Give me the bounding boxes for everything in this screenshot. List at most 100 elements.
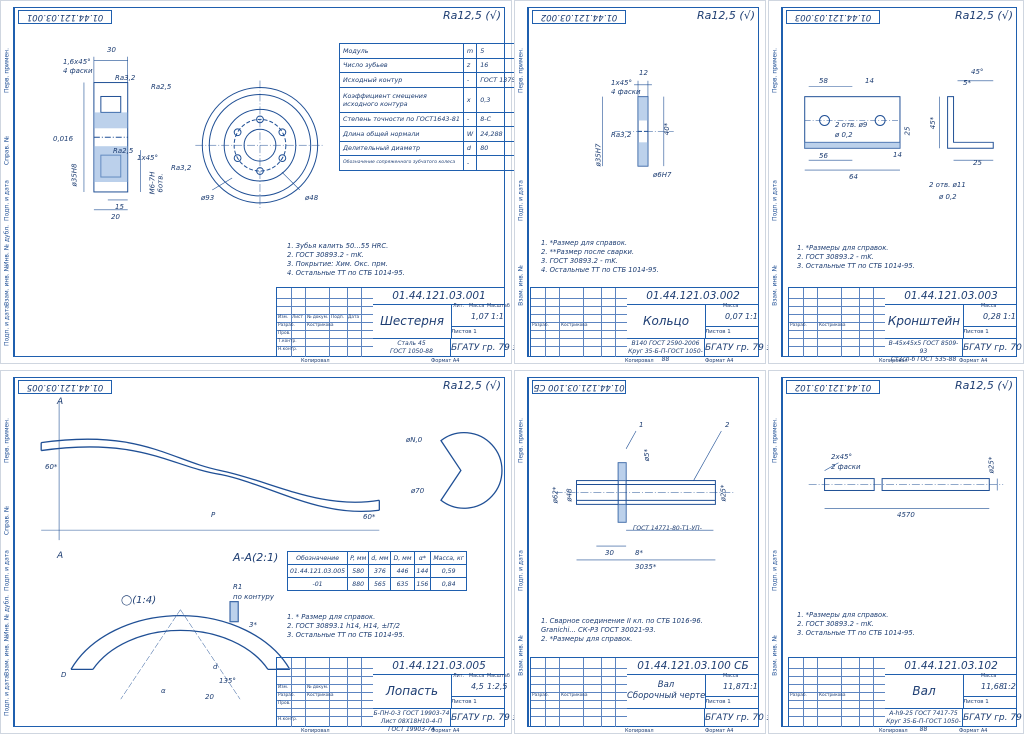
drawing-number: 01.44.121.03.003 — [885, 288, 1017, 305]
part-name: Кольцо — [627, 304, 706, 339]
note-line: 3. Остальные ТТ по СТБ 1014-95. — [797, 262, 915, 270]
strip-label: Взам. инв. № — [771, 635, 779, 676]
strip-label: Перв. примен. — [517, 417, 525, 464]
table-cell: - — [462, 155, 478, 171]
table-row: Исходный контур-ГОСТ 13755-81 — [339, 72, 534, 88]
table-cell: 156 — [413, 577, 432, 591]
footer-copied: Копировал — [301, 358, 330, 364]
title-block: Разраб. Кострикова 01.44.121.03.002 Коль… — [530, 287, 783, 363]
section-title: А-А(2:1) — [233, 551, 279, 564]
title-block: Изм. № докум. Разраб. Кострикова Пров. Н… — [276, 657, 529, 733]
table-cell: d — [462, 140, 478, 156]
view-label: А — [57, 397, 64, 407]
scale-value: 1:1 — [745, 682, 758, 691]
note-line: 2. ГОСТ 30893.2 - mK. — [797, 620, 874, 628]
note-line: 2. ГОСТ 30893.2 - mK. — [287, 251, 364, 259]
dim-label: Ra2,5 — [113, 147, 134, 155]
table-cell: Коэффициент смещения исходного контура — [339, 86, 464, 113]
material-line: Круг 35-Б-П-ГОСТ 1050-88 — [886, 718, 961, 733]
dim-label: ГОСТ 14771-80-Т1-УП- — [633, 525, 702, 532]
stats-cells: Лит. Масса Масштаб 4,5 1:2,5 — [451, 674, 510, 697]
table-cell: 565 — [368, 577, 392, 591]
table-cell: 0,84 — [430, 577, 467, 591]
dim-label: 25 — [903, 126, 912, 136]
footer-copied: Копировал — [625, 358, 654, 364]
tb-caption: Масса — [981, 304, 997, 309]
table-cell: Длина общей нормали — [339, 126, 464, 142]
footer-copied: Копировал — [625, 728, 654, 734]
strip-label: Подп. и дата — [517, 550, 525, 591]
note-line: 3. Остальные ТТ по СТБ 1014-95. — [287, 631, 405, 639]
side-strip: Перв. примен. Подп. и дата Взам. инв. № — [515, 7, 528, 357]
scale-value: 1:1 — [1003, 312, 1016, 321]
table-cell: Делительный диаметр — [339, 140, 464, 156]
detail-title: ◯(1:4) — [121, 595, 156, 606]
strip-label: Перв. примен. — [3, 47, 11, 94]
table-cell: Обозначение сопряженного зубчатого колес… — [339, 155, 464, 171]
table-cell: W — [462, 126, 478, 142]
dim-label: ø25* — [987, 456, 996, 474]
corner-code: 01.44.121.03.100 СБ — [532, 380, 626, 394]
tb-caption: Лит. — [453, 304, 465, 309]
table-cell: d, мм — [368, 551, 392, 565]
title-block: Разраб. Кострикова 01.44.121.03.100 СБ В… — [530, 657, 783, 727]
dim-label: 2 фаски — [831, 463, 861, 471]
sheet-shaft: Перв. примен. Подп. и дата Взам. инв. № … — [768, 370, 1024, 734]
table-cell: 580 — [347, 564, 370, 578]
technical-notes: 1. Сварное соединение II кл. по СТБ 1016… — [541, 617, 703, 644]
scale-value: 1:2,5 — [487, 682, 508, 691]
note-line: 2. ГОСТ 30893.2 - mK. — [797, 253, 874, 261]
tb-label: № докум. — [307, 315, 329, 320]
dim-label: M6-7H — [148, 171, 157, 195]
tb-caption: Масса — [723, 304, 739, 309]
tb-label: Пров. — [278, 331, 291, 336]
table-cell: 0,59 — [430, 564, 467, 578]
sheet-count: Листов 1 — [451, 696, 505, 709]
corner-code: 01.44.121.03.003 — [786, 10, 880, 24]
tb-caption: Лит. — [453, 674, 465, 679]
dim-label: Ra2,5 — [151, 83, 172, 91]
sheet-count: Листов 1 — [963, 326, 1017, 339]
title-grid: Разраб. Кострикова — [789, 658, 885, 727]
note-line: 1. *Размеры для справок. — [797, 611, 889, 619]
dim-label: 14 — [865, 77, 874, 85]
drawing-number: 01.44.121.03.005 — [373, 658, 505, 675]
stats-cells: Лит. Масса Масштаб 1,07 1:1 — [451, 304, 510, 327]
note-line: 1. *Размеры для справок. — [797, 244, 889, 252]
tb-label: Разраб. — [790, 323, 807, 328]
part-name: Лопасть — [373, 674, 452, 709]
footer-format: Формат А4 — [705, 728, 734, 734]
tb-label: Лист — [292, 315, 303, 320]
sheet-shaft-assembly: Перв. примен. Подп. и дата Взам. инв. № … — [514, 370, 783, 734]
material-line: В-45x45x5 ГОСТ 8509-93 — [888, 340, 959, 355]
tb-caption: Масса — [723, 674, 739, 679]
table-cell: 144 — [413, 564, 432, 578]
dim-label: Ra3,2 — [611, 131, 632, 139]
dim-label: 6отв. — [156, 173, 165, 193]
dim-label: ø35H8 — [70, 163, 79, 187]
title-grid: Изм. Лист № докум. Подп. Дата Разраб. Ко… — [277, 288, 373, 357]
technical-notes: 1. * Размер для справок. 2. ГОСТ 30893.1… — [287, 613, 405, 640]
stats-cells: Масса 0,07 1:1 — [705, 304, 759, 327]
corner-code: 01.44.121.03.002 — [532, 10, 626, 24]
tb-label: Разраб. — [532, 693, 549, 698]
material-line: Сталь 45 — [397, 340, 426, 347]
title-block: Изм. Лист № докум. Подп. Дата Разраб. Ко… — [276, 287, 529, 357]
dim-label: 0,016 — [53, 135, 74, 143]
mass-value: 0,28 — [983, 312, 1001, 321]
dim-label: 64 — [849, 173, 858, 181]
stats-cells: Масса 0,28 1:1 — [963, 304, 1017, 327]
sheet-gear: Перв. примен. Справ. № Подп. и дата Инв.… — [0, 0, 534, 364]
dim-label: 40* — [663, 122, 672, 136]
note-line: Granichi... СК-Р3 ГОСТ 30021-93. — [541, 626, 656, 634]
sheet-frame — [14, 7, 505, 357]
technical-notes: 1. *Размер для справок. 2. **Размер посл… — [541, 239, 659, 275]
tb-caption: Масштаб — [487, 304, 510, 309]
sheet-frame — [14, 377, 505, 727]
dim-label: ø25* — [719, 484, 728, 502]
